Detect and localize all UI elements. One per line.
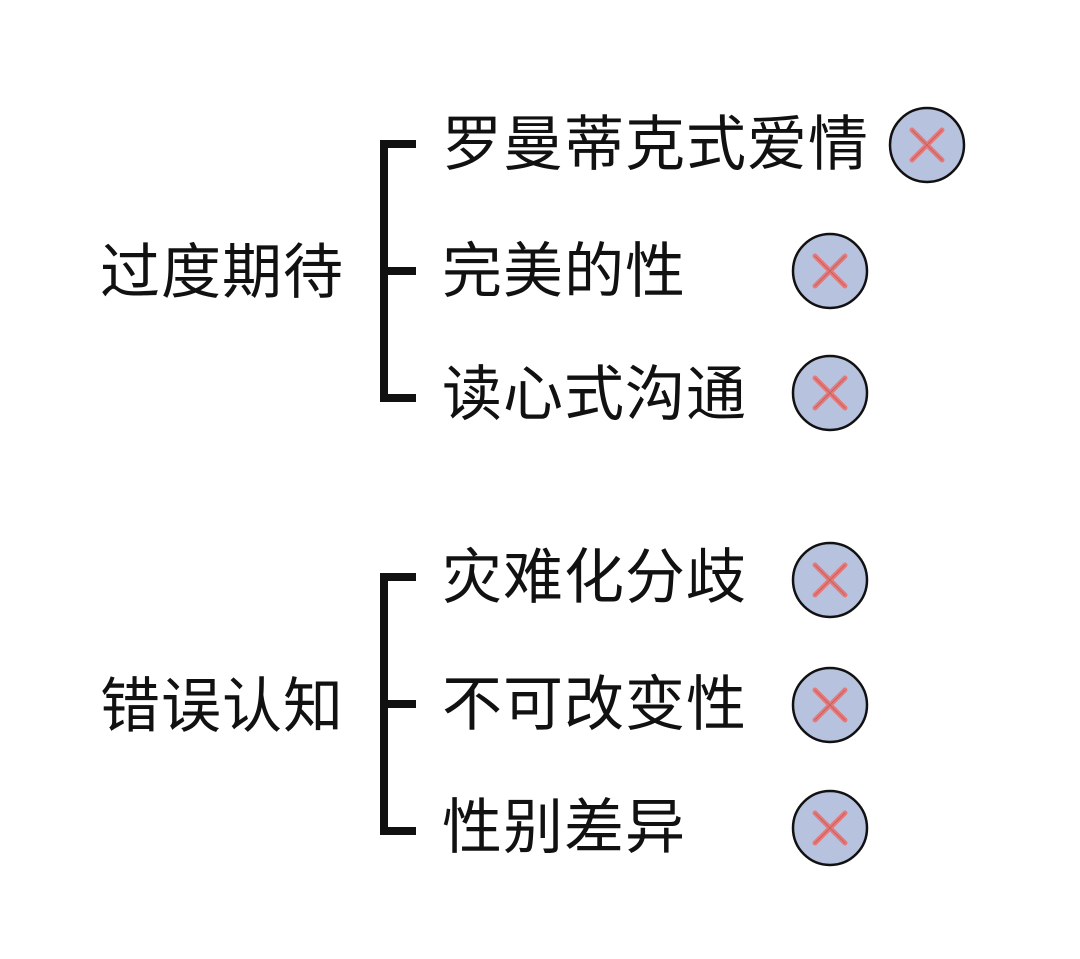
item-label: 灾难化分歧	[442, 543, 747, 613]
item-label: 罗曼蒂克式爱情	[442, 110, 869, 180]
cross-icon	[791, 541, 869, 619]
item-label: 不可改变性	[442, 670, 747, 740]
cross-icon	[791, 354, 869, 432]
bracket-branch	[380, 700, 416, 708]
cross-icon	[791, 666, 869, 744]
group-label: 过度期待	[100, 238, 344, 308]
bracket-branch	[380, 267, 416, 275]
cross-icon	[791, 789, 869, 867]
cross-icon	[888, 106, 966, 184]
item-label: 读心式沟通	[442, 360, 747, 430]
group-label: 错误认知	[100, 672, 344, 742]
item-label: 性别差异	[442, 793, 686, 863]
cross-icon	[791, 232, 869, 310]
item-label: 完美的性	[442, 237, 686, 307]
